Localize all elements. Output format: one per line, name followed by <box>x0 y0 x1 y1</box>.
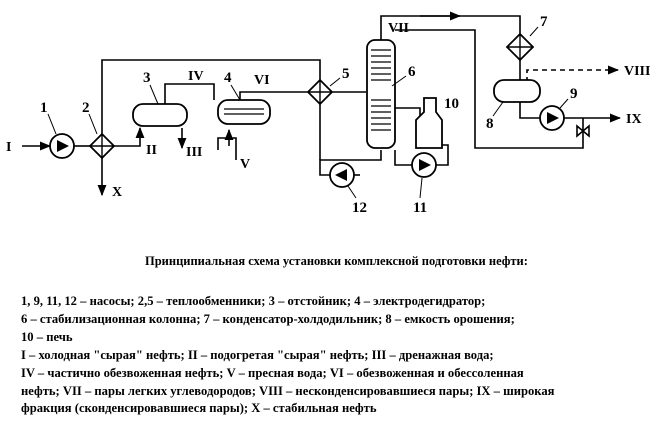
legend-line: IV – частично обезвоженная нефть; V – пр… <box>21 365 524 380</box>
stabilization-column-6 <box>366 39 396 149</box>
label-11: 11 <box>413 200 427 216</box>
label-4: 4 <box>224 70 232 86</box>
process-flow-diagram: 1 2 3 4 5 6 7 8 9 10 11 12 I II III IV V… <box>6 11 650 216</box>
legend: 1, 9, 11, 12 – насосы; 2,5 – теплообменн… <box>21 293 661 418</box>
condenser-cooler-7 <box>505 32 535 62</box>
label-3: 3 <box>143 70 151 86</box>
label-10: 10 <box>444 96 459 112</box>
line-settler-to-dehydrator <box>164 83 215 104</box>
line-hot-return <box>101 59 321 134</box>
label-1: 1 <box>40 100 48 116</box>
furnace-10 <box>415 97 443 149</box>
stream-label-II: II <box>146 143 157 158</box>
stream-label-VI: VI <box>254 73 270 88</box>
label-8: 8 <box>486 116 494 132</box>
line-bottoms-to-pump11 <box>394 150 412 166</box>
electrodehydrator-4 <box>217 99 271 125</box>
line-fresh-water-V <box>217 137 237 160</box>
legend-line: нефть; VII – пары легких углеводородов; … <box>21 383 555 398</box>
reflux-valve <box>576 124 590 138</box>
line-hx2-to-settler <box>114 126 145 147</box>
label-6: 6 <box>408 64 416 80</box>
line-uncondensed-VIII <box>526 65 620 82</box>
label-2: 2 <box>82 100 90 116</box>
pump-1 <box>49 133 75 159</box>
reflux-drum-8 <box>493 79 541 103</box>
stream-label-I: I <box>6 140 11 155</box>
diagram-caption: Принципиальная схема установки комплексн… <box>145 254 528 268</box>
line-dehydrator-to-hx5 <box>239 91 308 102</box>
legend-line: 1, 9, 11, 12 – насосы; 2,5 – теплообменн… <box>21 294 486 308</box>
stream-label-IX: IX <box>626 112 642 127</box>
label-5: 5 <box>342 66 350 82</box>
heat-exchanger-2 <box>88 132 116 160</box>
line-pump11-to-furnace <box>436 144 449 166</box>
line-furnace-to-column <box>395 107 421 120</box>
line-drum-to-pump9 <box>519 102 540 119</box>
pump-11 <box>411 152 437 178</box>
line-reflux <box>395 29 584 149</box>
stream-label-IV: IV <box>188 69 204 84</box>
label-7: 7 <box>540 14 548 30</box>
legend-line: 10 – печь <box>21 329 73 344</box>
stream-label-VIII: VIII <box>624 64 650 79</box>
legend-line: 6 – стабилизационная колонна; 7 – конден… <box>21 311 515 326</box>
pump-9 <box>539 105 565 131</box>
pump-12 <box>329 162 355 188</box>
stream-label-III: III <box>186 145 202 160</box>
legend-line: фракция (сконденсировавшиеся пары); X – … <box>21 401 377 416</box>
heat-exchanger-5 <box>306 78 334 106</box>
legend-line: I – холодная "сырая" нефть; II – подогре… <box>21 347 494 362</box>
stream-label-VII: VII <box>388 21 409 36</box>
settler-3 <box>132 103 188 127</box>
stream-label-X: X <box>112 185 122 200</box>
stream-label-V: V <box>240 157 250 172</box>
label-12: 12 <box>352 200 367 216</box>
label-9: 9 <box>570 86 578 102</box>
